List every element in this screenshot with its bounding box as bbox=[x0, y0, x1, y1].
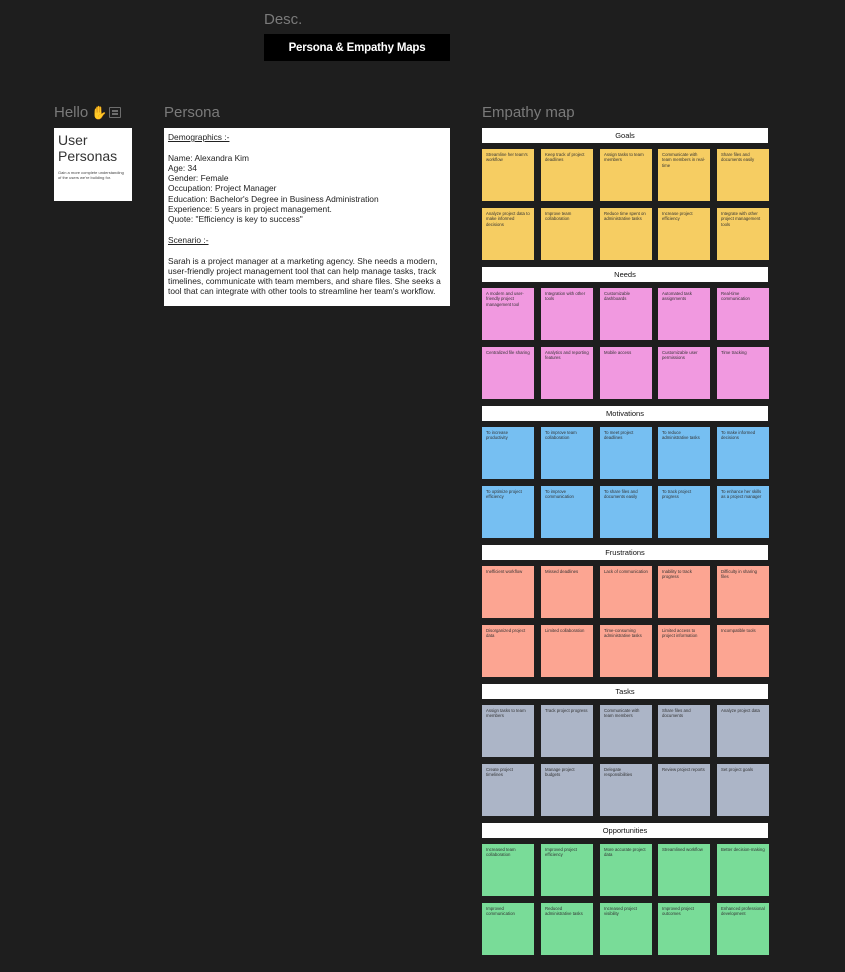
sticky-note[interactable]: Analytics and reporting features bbox=[541, 347, 593, 399]
title-banner[interactable]: Persona & Empathy Maps bbox=[264, 34, 450, 61]
section-header-4: Tasks bbox=[482, 684, 768, 699]
sticky-note[interactable]: Review project reports bbox=[658, 764, 710, 816]
scenario-text: Sarah is a project manager at a marketin… bbox=[168, 255, 441, 297]
sticky-note[interactable]: To optimize project efficiency bbox=[482, 486, 534, 538]
sticky-note[interactable]: Automated task assignments bbox=[658, 288, 710, 340]
empathy-map-section-label: Empathy map bbox=[482, 104, 575, 121]
sticky-note[interactable]: Centralized file sharing bbox=[482, 347, 534, 399]
sticky-note[interactable]: Improve team collaboration bbox=[541, 208, 593, 260]
card-icon bbox=[109, 107, 122, 118]
sticky-note[interactable]: To reduce administrative tasks bbox=[658, 427, 710, 479]
sticky-note[interactable]: To enhance her skills as a project manag… bbox=[717, 486, 769, 538]
desc-label: Desc. bbox=[264, 11, 303, 28]
sticky-note[interactable]: Share files and documents bbox=[658, 705, 710, 757]
sticky-note[interactable]: Real-time communication bbox=[717, 288, 769, 340]
section-header-2: Motivations bbox=[482, 406, 768, 421]
sticky-note[interactable]: To improve communication bbox=[541, 486, 593, 538]
sticky-note[interactable]: Improved project efficiency bbox=[541, 844, 593, 896]
sticky-note[interactable]: Customizable user permissions bbox=[658, 347, 710, 399]
sticky-note[interactable]: Inability to track progress bbox=[658, 566, 710, 618]
sticky-note[interactable]: Improved project outcomes bbox=[658, 903, 710, 955]
sticky-note[interactable]: Better decision-making bbox=[717, 844, 769, 896]
sticky-note[interactable]: To increase productivity bbox=[482, 427, 534, 479]
sticky-note[interactable]: To improve team collaboration bbox=[541, 427, 593, 479]
sticky-note[interactable]: Improved communication bbox=[482, 903, 534, 955]
sticky-note[interactable]: To meet project deadlines bbox=[600, 427, 652, 479]
sticky-note[interactable]: A modern and user-friendly project manag… bbox=[482, 288, 534, 340]
sticky-note[interactable]: Set project goals bbox=[717, 764, 769, 816]
sticky-note[interactable]: Disorganized project data bbox=[482, 625, 534, 677]
demographic-experience: Experience: 5 years in project managemen… bbox=[168, 204, 332, 215]
demographic-gender: Gender: Female bbox=[168, 173, 229, 184]
sticky-note[interactable]: To track project progress bbox=[658, 486, 710, 538]
demographic-name: Name: Alexandra Kim bbox=[168, 152, 249, 163]
demographic-quote: Quote: "Efficiency is key to success" bbox=[168, 214, 303, 225]
sticky-note[interactable]: To share files and documents easily bbox=[600, 486, 652, 538]
sticky-note[interactable]: Manage project budgets bbox=[541, 764, 593, 816]
sticky-note[interactable]: Inefficient workflow bbox=[482, 566, 534, 618]
persona-section-label: Persona bbox=[164, 104, 220, 121]
sticky-note[interactable]: Reduced administrative tasks bbox=[541, 903, 593, 955]
sticky-note[interactable]: To make informed decisions bbox=[717, 427, 769, 479]
section-header-1: Needs bbox=[482, 267, 768, 282]
demographic-education: Education: Bachelor's Degree in Business… bbox=[168, 193, 379, 204]
sticky-note[interactable]: More accurate project data bbox=[600, 844, 652, 896]
hello-section-label: Hello ✋ bbox=[54, 104, 122, 121]
sticky-note[interactable]: Incompatible tools bbox=[717, 625, 769, 677]
sticky-note[interactable]: Delegate responsibilities bbox=[600, 764, 652, 816]
sticky-note[interactable]: Customizable dashboards bbox=[600, 288, 652, 340]
sticky-note[interactable]: Mobile access bbox=[600, 347, 652, 399]
sticky-note[interactable]: Limited collaboration bbox=[541, 625, 593, 677]
demographic-age: Age: 34 bbox=[168, 162, 197, 173]
sticky-note[interactable]: Communicate with team members bbox=[600, 705, 652, 757]
user-personas-title: User Personas bbox=[58, 132, 118, 164]
sticky-note[interactable]: Analyze project data to make informed de… bbox=[482, 208, 534, 260]
sticky-note[interactable]: Reduce time spent on administrative task… bbox=[600, 208, 652, 260]
sticky-note[interactable]: Assign tasks to team members bbox=[600, 149, 652, 201]
scenario-heading: Scenario :- bbox=[168, 234, 209, 245]
sticky-note[interactable]: Keep track of project deadlines bbox=[541, 149, 593, 201]
sticky-note[interactable]: Streamlined workflow bbox=[658, 844, 710, 896]
sticky-note[interactable]: Limited access to project information bbox=[658, 625, 710, 677]
sticky-note[interactable]: Integration with other tools bbox=[541, 288, 593, 340]
sticky-note[interactable]: Create project timelines bbox=[482, 764, 534, 816]
sticky-note[interactable]: Enhanced professional development bbox=[717, 903, 769, 955]
sticky-note[interactable]: Lack of communication bbox=[600, 566, 652, 618]
user-personas-subtitle: Gain a more complete understanding of th… bbox=[58, 170, 124, 180]
sticky-note[interactable]: Communicate with team members in real-ti… bbox=[658, 149, 710, 201]
section-header-5: Opportunities bbox=[482, 823, 768, 838]
sticky-note[interactable]: Streamline her team's workflow bbox=[482, 149, 534, 201]
user-personas-card[interactable]: User Personas Gain a more complete under… bbox=[54, 128, 132, 201]
sticky-note[interactable]: Time-consuming administrative tasks bbox=[600, 625, 652, 677]
sticky-note[interactable]: Difficulty in sharing files bbox=[717, 566, 769, 618]
sticky-note[interactable]: Share files and documents easily bbox=[717, 149, 769, 201]
sticky-note[interactable]: Integrate with other project management … bbox=[717, 208, 769, 260]
sticky-note[interactable]: Track project progress bbox=[541, 705, 593, 757]
hello-label-text: Hello bbox=[54, 104, 89, 121]
sticky-note[interactable]: Analyze project data bbox=[717, 705, 769, 757]
sticky-note[interactable]: Increased project visibility bbox=[600, 903, 652, 955]
section-header-0: Goals bbox=[482, 128, 768, 143]
sticky-note[interactable]: Assign tasks to team members bbox=[482, 705, 534, 757]
persona-card[interactable]: Demographics :- Name: Alexandra Kim Age:… bbox=[164, 128, 450, 306]
sticky-note[interactable]: Missed deadlines bbox=[541, 566, 593, 618]
sticky-note[interactable]: Increase project efficiency bbox=[658, 208, 710, 260]
waving-hand-icon: ✋ bbox=[91, 104, 108, 120]
demographics-heading: Demographics :- bbox=[168, 132, 230, 142]
demographic-occupation: Occupation: Project Manager bbox=[168, 183, 277, 194]
section-header-3: Frustrations bbox=[482, 545, 768, 560]
sticky-note[interactable]: Time tracking bbox=[717, 347, 769, 399]
sticky-note[interactable]: Increased team collaboration bbox=[482, 844, 534, 896]
